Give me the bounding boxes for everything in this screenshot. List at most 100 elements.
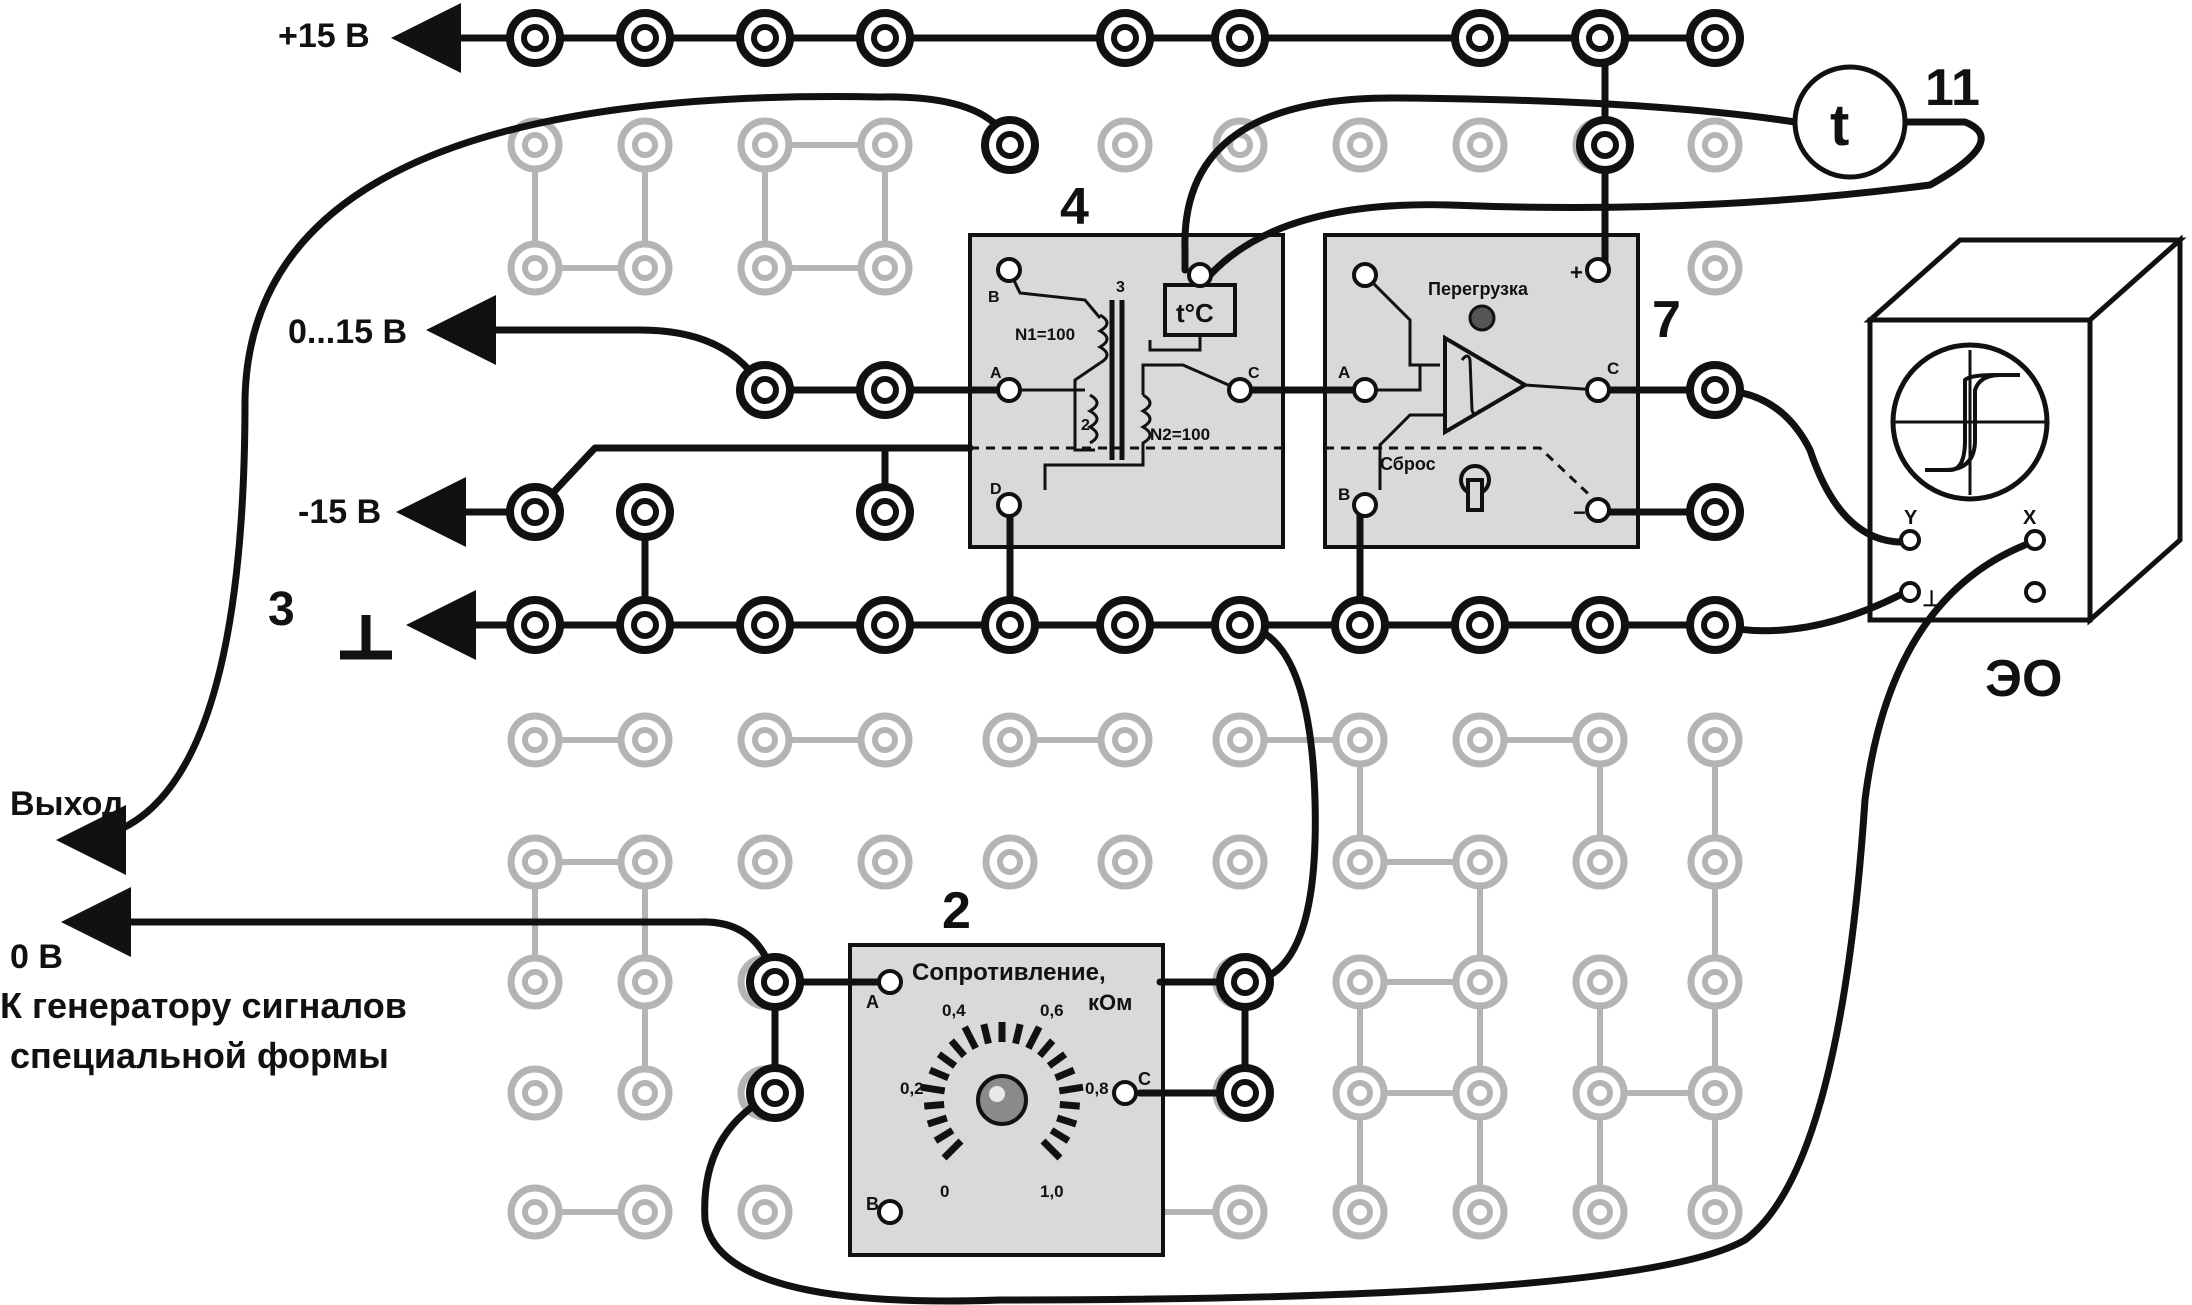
oscilloscope-label: ЭО (1985, 650, 2062, 708)
integrator-pin-c-label: C (1607, 359, 1619, 378)
grid-socket (1687, 712, 1743, 768)
scale-label: 0,2 (900, 1079, 924, 1098)
output-label: Выход (10, 785, 124, 823)
module-pin (1352, 377, 1378, 403)
grid-socket (1097, 712, 1153, 768)
dial-tick (1040, 1138, 1063, 1161)
thermometer-wire (1206, 118, 1985, 279)
grid-socket (1572, 834, 1628, 890)
socket (1576, 116, 1634, 174)
secondary-coil (1043, 393, 1152, 490)
socket (616, 9, 674, 67)
integrator-pin-a-label: A (1338, 363, 1350, 382)
dial-tick (1059, 1101, 1081, 1110)
module-pin (1112, 1080, 1138, 1106)
resistor-pin-a-label: A (866, 992, 879, 1012)
scale-label: 0,4 (942, 1001, 966, 1020)
adjustable-supply-label: 0...15 В (288, 313, 407, 351)
socket (1216, 1064, 1274, 1122)
dial-tick (923, 1101, 945, 1110)
sockets (506, 9, 1744, 1122)
socket (506, 483, 564, 541)
osc-y-wire (1711, 386, 1904, 546)
grid-socket (507, 954, 563, 1010)
grid-socket (1452, 712, 1508, 768)
thermometer: t 11 (1792, 59, 1980, 180)
resistor-pin-b-label: B (866, 1194, 879, 1214)
module-pin (1227, 377, 1253, 403)
socket (856, 9, 914, 67)
dial-tick (961, 1025, 979, 1050)
reset-label: Сброс (1380, 454, 1436, 474)
grid-socket (1332, 954, 1388, 1010)
module-pin (996, 492, 1022, 518)
socket (506, 596, 564, 654)
socket (1686, 361, 1744, 419)
grid-socket (1212, 712, 1268, 768)
module-pin (996, 257, 1022, 283)
overload-lamp (1468, 304, 1496, 332)
socket (1451, 9, 1509, 67)
socket (746, 1064, 804, 1122)
n2-label: N2=100 (1150, 425, 1210, 444)
module-pins (877, 257, 1611, 1225)
winding-2-coil (1086, 393, 1099, 445)
socket (746, 953, 804, 1011)
grid-socket (737, 712, 793, 768)
grid-socket (857, 240, 913, 296)
dial-scale (920, 1022, 1084, 1161)
module-pin (877, 1199, 903, 1225)
grid-socket (1687, 240, 1743, 296)
opamp-lead (1378, 413, 1445, 490)
grid-socket (617, 1184, 673, 1240)
grid-socket (507, 1065, 563, 1121)
grid-socket (1212, 117, 1268, 173)
socket (981, 596, 1039, 654)
grid-socket (1452, 954, 1508, 1010)
socket (856, 361, 914, 419)
socket (736, 596, 794, 654)
grid-socket (1687, 1184, 1743, 1240)
integral-symbol (1460, 354, 1482, 416)
grid-socket (1452, 117, 1508, 173)
grid-socket (1572, 1065, 1628, 1121)
module-pin (877, 969, 903, 995)
transformer-pin-d-label: D (990, 481, 1002, 498)
dial-tick (1025, 1025, 1043, 1050)
socket (1451, 596, 1509, 654)
osc-y-label: Y (1904, 507, 1918, 529)
dial-tick (928, 1066, 950, 1082)
osc-x-wire (701, 541, 2029, 1305)
scale-label: 0,6 (1040, 1001, 1064, 1020)
winding-lead (1073, 361, 1101, 452)
module-pin (996, 377, 1022, 403)
temp-sensor-label: t°C (1176, 298, 1214, 328)
socket (1571, 9, 1629, 67)
internal-ground-dashed (970, 446, 1602, 507)
grid-socket (617, 954, 673, 1010)
grid-socket (1687, 954, 1743, 1010)
grid-socket (1332, 117, 1388, 173)
osc-gnd-input[interactable] (1899, 581, 1921, 603)
generator-label-2: специальной формы (10, 1035, 389, 1076)
opamp-lead (1365, 365, 1422, 392)
osc-x-input[interactable] (2024, 529, 2046, 551)
scale-label: 0 (940, 1182, 949, 1201)
integrator-number: 7 (1652, 291, 1681, 349)
adjustable-supply-wire (426, 295, 767, 394)
output-wire (56, 93, 1014, 875)
grid-socket (617, 117, 673, 173)
oscilloscope: ЭО Y X ⊥ (1863, 234, 2187, 708)
dial-tick (926, 1114, 948, 1128)
socket (736, 9, 794, 67)
dial-tick (936, 1051, 958, 1069)
sensor-lead (1148, 335, 1202, 352)
primary-coil (1096, 313, 1109, 365)
grid-socket (507, 712, 563, 768)
thermometer-wire (1181, 94, 1799, 274)
socket (981, 116, 1039, 174)
zero-v-label: 0 В (10, 938, 63, 976)
osc-y-input[interactable] (1899, 529, 1921, 551)
socket (506, 9, 564, 67)
